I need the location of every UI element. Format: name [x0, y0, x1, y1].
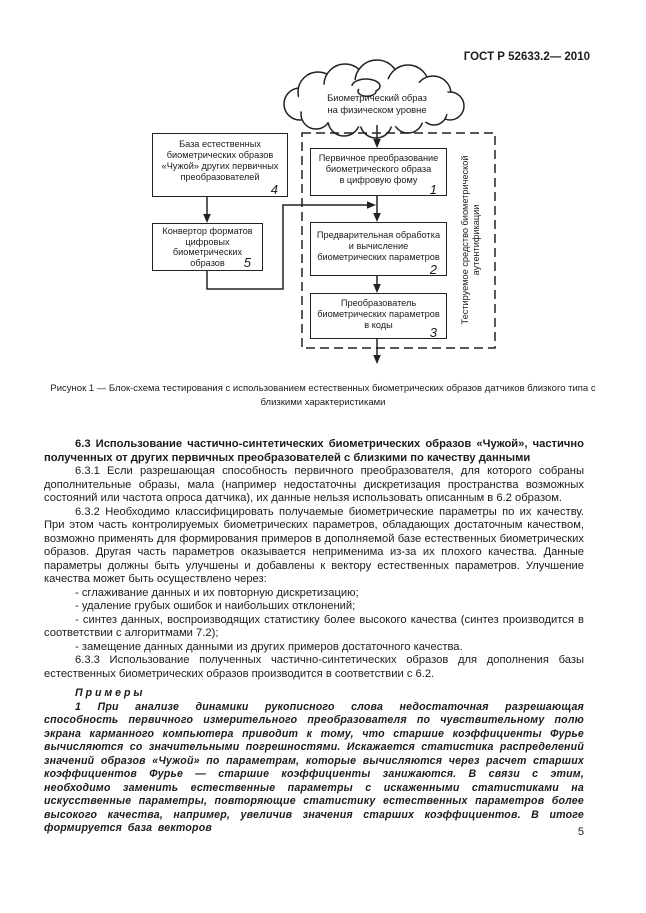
box4-line: биометрических образов: [166, 150, 274, 160]
flow-box-preprocessing: Предварительная обработка и вычисление б…: [310, 222, 447, 276]
box3-line: Преобразователь: [340, 298, 417, 308]
flow-box-format-converter: Конвертор форматов цифровых биометрическ…: [152, 223, 263, 271]
arrowhead-into-box5: [203, 214, 211, 223]
bullet-item: - удаление грубых ошибок и наибольших от…: [75, 600, 356, 612]
examples-label: П р и м е р ы: [75, 687, 143, 699]
doc-number: ГОСТ Р 52633.2— 2010: [463, 51, 590, 63]
arrowhead-into-box3: [373, 284, 381, 293]
cloud-label-line1: Биометрический образ: [327, 92, 427, 103]
box5-line: биометрических: [172, 247, 243, 258]
paragraph-6-3-2: 6.3.2 Необходимо классифицировать получа…: [44, 505, 584, 586]
box2-number: 2: [429, 262, 437, 277]
box2-line: Предварительная обработка: [316, 230, 441, 240]
bullet-item: - сглаживание данных и их повторную диск…: [75, 586, 359, 599]
box5-line: цифровых: [185, 236, 230, 247]
box1-number: 1: [429, 182, 437, 197]
paragraph-6-3-3: 6.3.3 Использование полученных частично-…: [44, 654, 584, 680]
bullet-item: - замещение данных данными из других при…: [75, 640, 463, 653]
page-number: 5: [577, 826, 584, 838]
arrowhead-output: [373, 355, 381, 364]
flow-box-foreign-images-database: База естественных биометрических образов…: [152, 133, 288, 197]
cloud-label: Биометрический образ на физическом уровн…: [292, 92, 462, 115]
box3-line: биометрических параметров: [317, 309, 440, 319]
box4-line: База естественных: [179, 139, 261, 149]
box5-number: 5: [243, 255, 251, 271]
box2-line: биометрических параметров: [317, 252, 440, 262]
box1-line: в цифровую фому: [339, 175, 418, 185]
figure-caption: Рисунок 1 — Блок-схема тестирования с ис…: [50, 383, 596, 408]
box4-line: «Чужой» других первичных: [161, 161, 279, 171]
box5-line: образов: [190, 257, 225, 268]
cloud-swirl: [351, 78, 381, 98]
box5-line: Конвертор форматов: [162, 226, 253, 236]
box4-line: преобразователей: [180, 172, 260, 182]
cloud-shape: [283, 59, 465, 139]
flowchart-graphics: [203, 59, 496, 364]
box4-number: 4: [270, 182, 278, 197]
box1-line: Первичное преобразование: [318, 153, 439, 163]
box3-line: в коды: [364, 320, 393, 330]
arrowhead-box5-merge: [367, 201, 376, 209]
cloud-label-line2: на физическом уровне: [327, 103, 427, 115]
box2-line: и вычисление: [348, 241, 409, 251]
box3-number: 3: [429, 325, 437, 340]
connector-box5-to-box2: [206, 204, 367, 290]
bullet-item: - синтез данных, воспроизводящих статист…: [44, 613, 584, 640]
section-heading-6-3: 6.3 Использование частично-синтетических…: [44, 438, 584, 464]
arrowhead-into-box2: [373, 213, 381, 222]
tested-means-boundary: [301, 132, 496, 349]
example-1-text: 1 При анализе динамики рукописного слова…: [44, 700, 584, 835]
box1-line: биометрического образа: [325, 164, 432, 174]
paragraph-6-3-1: 6.3.1 Если разрешающая способность перви…: [44, 465, 584, 504]
flow-box-code-converter: Преобразователь биометрических параметро…: [310, 293, 447, 339]
arrowhead-into-box1: [373, 139, 381, 148]
flow-box-primary-conversion: Первичное преобразование биометрического…: [310, 148, 447, 196]
body-text: 6.3 Использование частично-синтетических…: [44, 438, 584, 836]
